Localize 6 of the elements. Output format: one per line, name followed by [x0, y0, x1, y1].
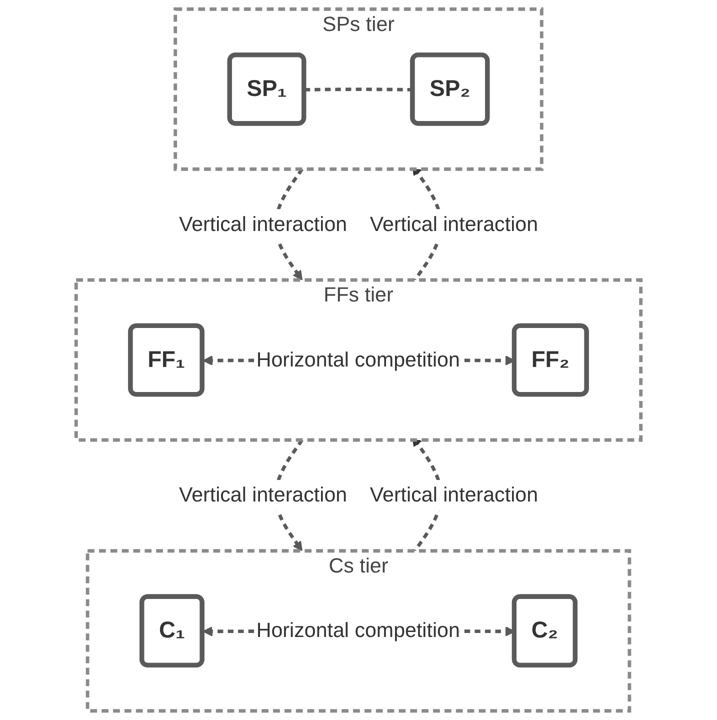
edge-label: Vertical interaction — [370, 212, 538, 236]
edge-label: Vertical interaction — [178, 212, 348, 236]
edge-label: Vertical interaction — [178, 483, 348, 506]
edge-label: Vertical interaction — [370, 483, 538, 506]
edge-label: Horizontal competition — [256, 618, 460, 642]
edge-label: Horizontal competition — [256, 348, 460, 371]
